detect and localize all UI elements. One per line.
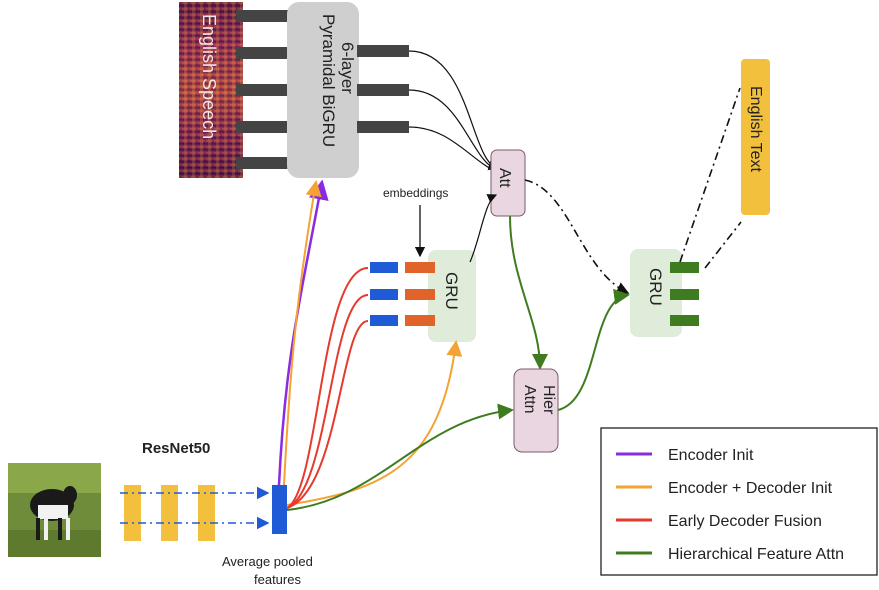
legend-label-2: Early Decoder Fusion: [668, 513, 822, 530]
cow-photo: [8, 463, 101, 557]
output-gru-label: GRU: [646, 268, 665, 306]
hier-attn-line2: Attn: [521, 385, 538, 413]
encoder-init-curve: [277, 179, 329, 486]
resnet-blocks: [124, 485, 215, 541]
att-box: Att: [490, 149, 526, 217]
pooled-label-line1: Average pooled: [222, 554, 313, 569]
hier-attn-box: Hier Attn: [513, 368, 559, 453]
encoder-to-att-lines: [408, 50, 499, 173]
resnet-label: ResNet50: [142, 440, 210, 457]
encoder-decoder-init-curve: [283, 180, 322, 486]
embeddings-label: embeddings: [383, 186, 448, 200]
legend-label-3: Hierarchical Feature Attn: [668, 546, 844, 563]
legend-label-1: Encoder + Decoder Init: [668, 480, 833, 497]
decoder-gru-label: GRU: [442, 272, 461, 310]
att-label: Att: [496, 168, 513, 188]
encoder-input-tabs: [236, 10, 294, 169]
decoder-gru-box: GRU: [428, 250, 476, 342]
pooled-features-block: [272, 485, 287, 534]
early-fusion-curves: [286, 267, 369, 509]
att-to-output-gru-line: [524, 179, 630, 294]
english-text-box: English Text: [741, 59, 770, 215]
resnet-flow-arrows: [120, 486, 270, 530]
english-text-label: English Text: [747, 86, 764, 173]
output-gru-box: GRU: [630, 249, 682, 337]
legend-label-0: Encoder Init: [668, 447, 754, 464]
decoder-input-tabs: [370, 262, 435, 326]
hier-attn-line1: Hier: [540, 385, 557, 415]
pooled-label-line2: features: [254, 572, 301, 587]
speech-spectrogram: English Speech: [179, 2, 243, 178]
encoder-label-line2: Pyramidal BiGRU: [319, 14, 338, 147]
output-to-text-lines: [679, 87, 742, 269]
hier-feature-curve: [286, 403, 514, 511]
legend: Encoder Init Encoder + Decoder Init Earl…: [600, 427, 878, 576]
hier-to-output-gru-line: [557, 288, 630, 411]
encoder-output-tabs: [357, 45, 409, 133]
decoder-init-curve: [286, 340, 463, 506]
speech-label: English Speech: [199, 14, 219, 139]
gru-to-att-line: [469, 194, 498, 263]
encoder-label-line1: 6-layer: [338, 42, 357, 94]
output-gru-tabs: [670, 262, 699, 326]
encoder-box: 6-layer Pyramidal BiGRU: [287, 2, 359, 178]
att-to-hier-line: [509, 215, 548, 370]
